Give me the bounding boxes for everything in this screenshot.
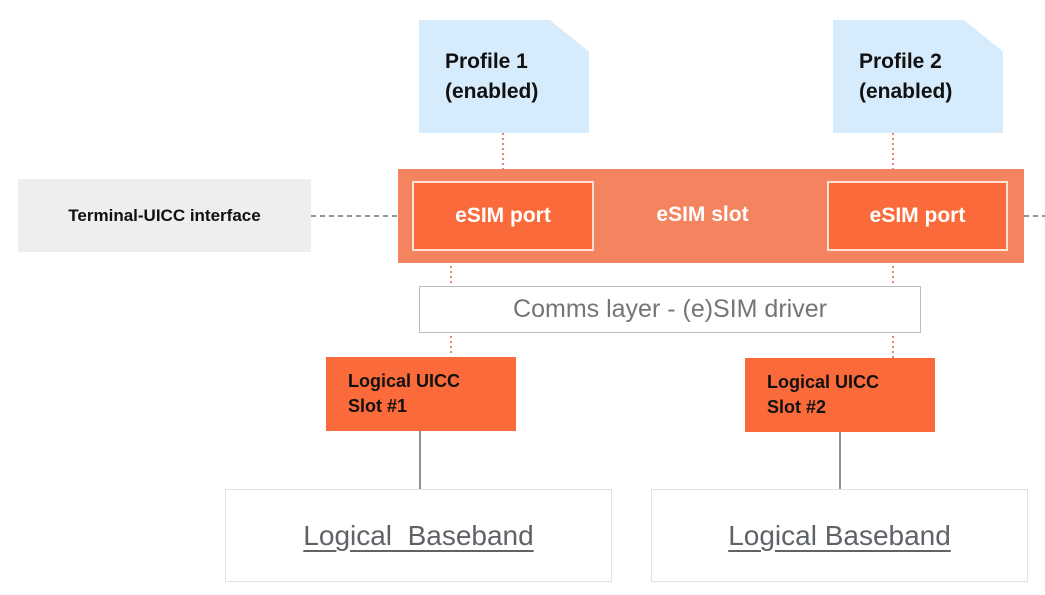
esim-port-1-label: eSIM port bbox=[455, 204, 551, 227]
profile-1: Profile 1 (enabled) bbox=[419, 20, 589, 133]
logical-uicc-slot-1: Logical UICC Slot #1 bbox=[326, 357, 516, 431]
logical-uicc-slot-2: Logical UICC Slot #2 bbox=[745, 358, 935, 432]
comms-layer: Comms layer - (e)SIM driver bbox=[419, 286, 921, 333]
terminal-uicc-interface: Terminal-UICC interface bbox=[18, 179, 311, 252]
esim-port-2: eSIM port bbox=[827, 181, 1008, 251]
esim-port-1: eSIM port bbox=[412, 181, 594, 251]
profile-2: Profile 2 (enabled) bbox=[833, 20, 1003, 133]
logical-baseband-2: Logical Baseband bbox=[651, 489, 1028, 582]
logical-baseband-2-label: Logical Baseband bbox=[728, 519, 951, 551]
esim-port-2-label: eSIM port bbox=[869, 204, 966, 227]
profile-2-label: Profile 2 (enabled) bbox=[859, 49, 953, 103]
logical-uicc-slot-2-label: Logical UICC Slot #2 bbox=[767, 372, 880, 417]
logical-baseband-1: Logical Baseband bbox=[225, 489, 612, 582]
terminal-uicc-interface-label: Terminal-UICC interface bbox=[68, 205, 261, 225]
esim-slot-label: eSIM slot bbox=[656, 203, 749, 226]
logical-uicc-slot-1-label: Logical UICC Slot #1 bbox=[348, 371, 461, 416]
comms-layer-label: Comms layer - (e)SIM driver bbox=[513, 295, 827, 323]
profile-1-label: Profile 1 (enabled) bbox=[445, 49, 539, 103]
logical-baseband-1-label: Logical Baseband bbox=[303, 519, 534, 551]
